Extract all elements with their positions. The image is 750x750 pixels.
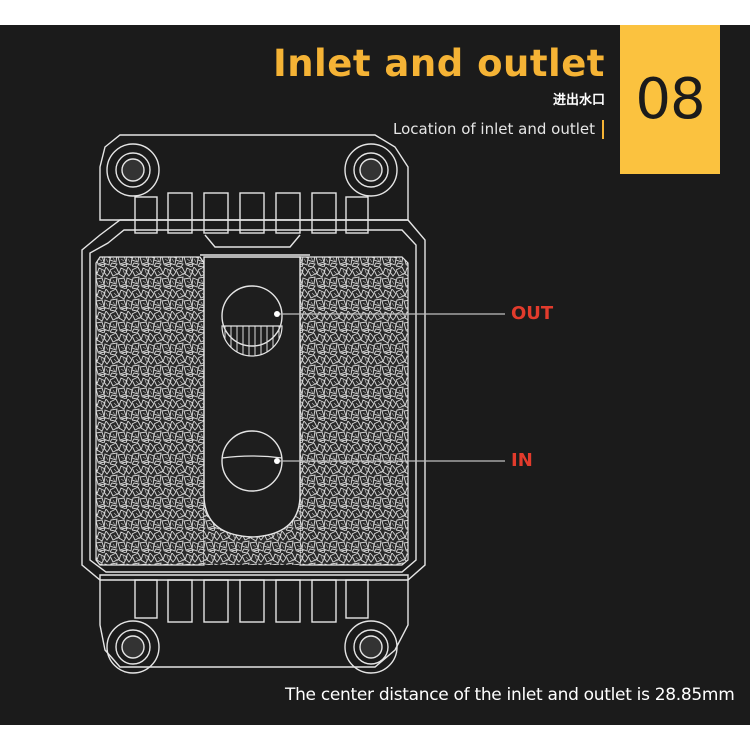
section-badge: 08 — [620, 25, 720, 174]
cold-plate-illustration — [81, 134, 505, 674]
page-subtitle-cn: 进出水口 — [552, 93, 605, 108]
section-number: 08 — [635, 67, 705, 132]
product-panel: Inlet and outlet 进出水口 Location of inlet … — [0, 25, 750, 725]
pointer-in — [274, 458, 505, 464]
distance-caption: The center distance of the inlet and out… — [285, 685, 735, 705]
microchannel-right — [299, 256, 409, 566]
outlet-port — [221, 285, 283, 357]
pointer-out — [274, 311, 505, 317]
location-accent-bar — [602, 120, 604, 139]
in-label: IN — [511, 450, 533, 471]
location-label: Location of inlet and outlet — [393, 120, 595, 138]
microchannel-bottom — [204, 495, 300, 565]
screw-bosses — [106, 143, 398, 674]
inlet-port — [221, 430, 283, 492]
page-title: Inlet and outlet — [272, 42, 605, 85]
microchannel-left — [95, 256, 205, 566]
out-label: OUT — [511, 303, 554, 324]
